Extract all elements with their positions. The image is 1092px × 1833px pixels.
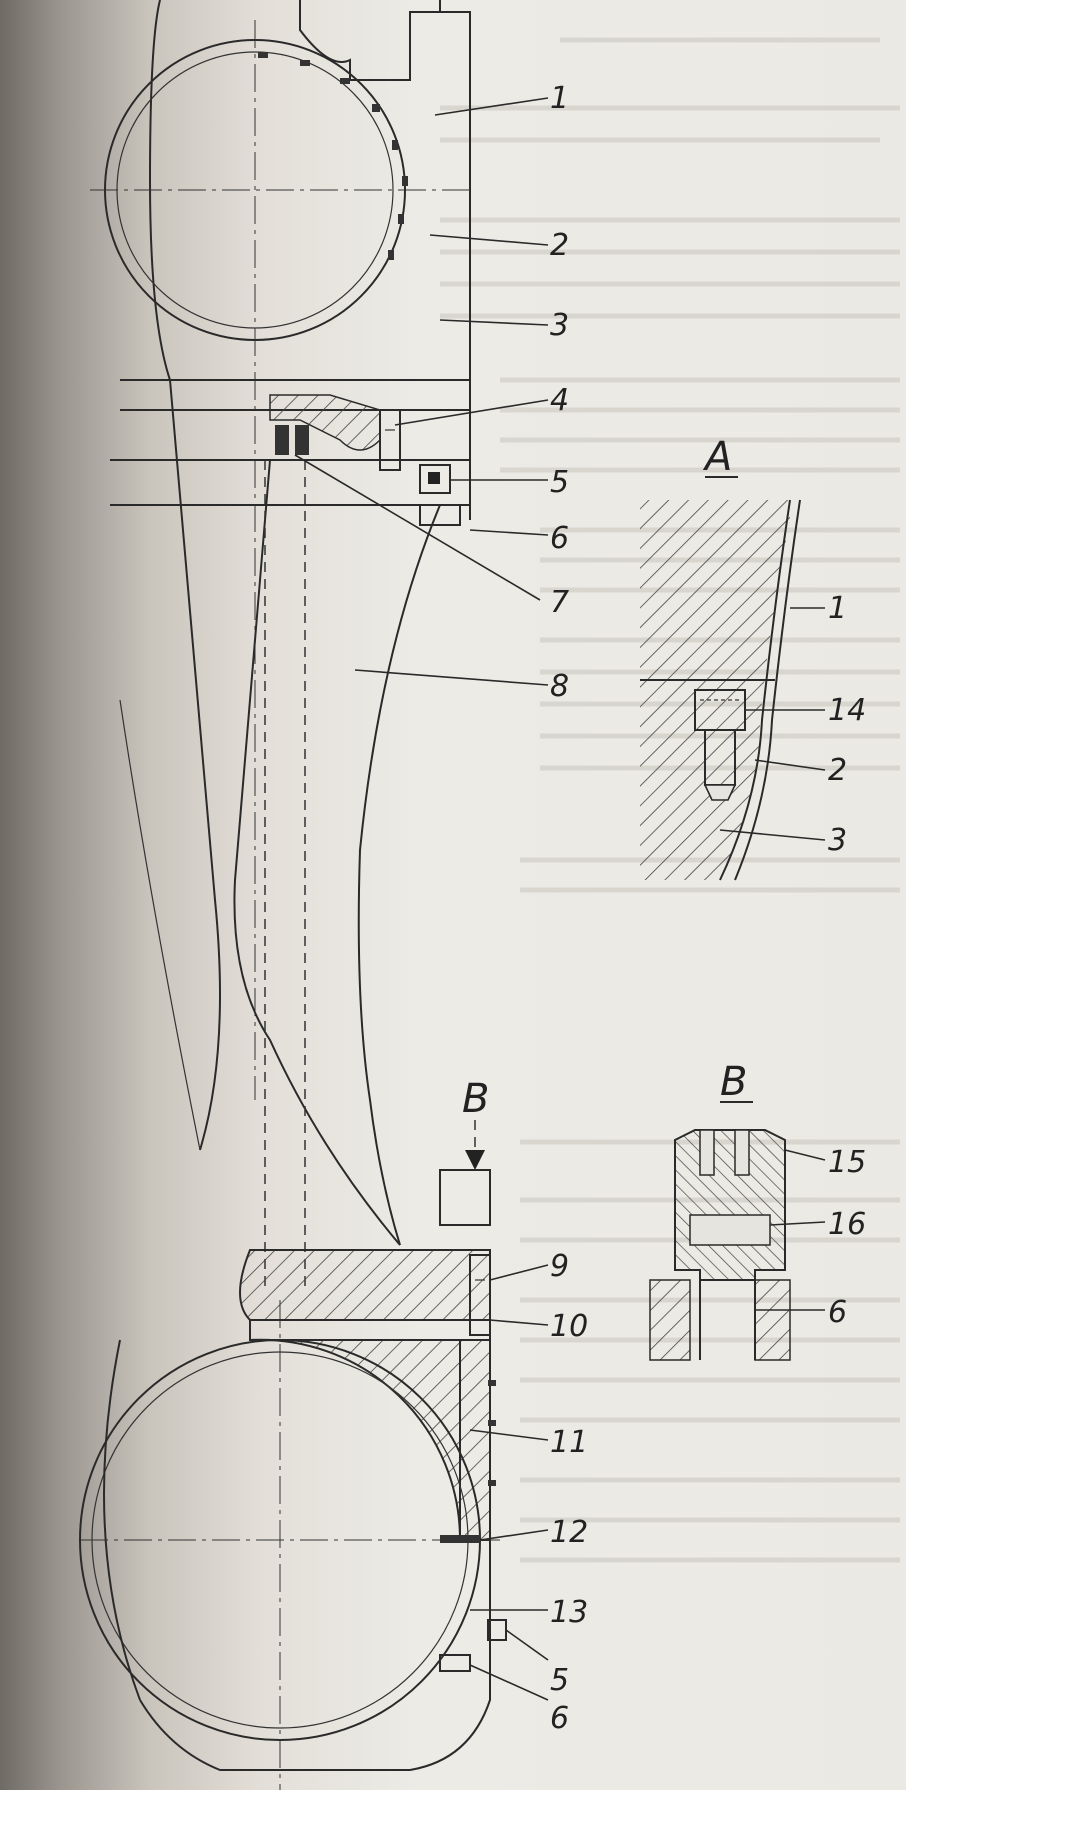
part-labels: 1 2 3 4 5 6 7 8 9 10 11 12 13 5 6 A 1 14… bbox=[462, 81, 866, 1736]
label-3: 3 bbox=[550, 308, 569, 343]
rod-shank bbox=[119, 379, 441, 1290]
label-a-2: 2 bbox=[828, 753, 847, 788]
label-5-lower: 5 bbox=[550, 1663, 569, 1698]
crankpin-end bbox=[79, 1120, 507, 1790]
label-5: 5 bbox=[550, 465, 569, 500]
bearing-shell-notches bbox=[258, 52, 408, 260]
label-11: 11 bbox=[550, 1425, 588, 1460]
label-12: 12 bbox=[550, 1515, 588, 1550]
detail-b bbox=[649, 1129, 791, 1361]
detail-b-title: B bbox=[720, 1059, 747, 1105]
label-13: 13 bbox=[550, 1595, 588, 1630]
view-b-marker: B bbox=[462, 1076, 489, 1122]
label-2: 2 bbox=[550, 228, 569, 263]
detail-a-title: A bbox=[702, 434, 732, 480]
detail-a bbox=[640, 499, 801, 881]
label-9: 9 bbox=[550, 1249, 569, 1284]
label-4: 4 bbox=[550, 383, 569, 418]
label-b-15: 15 bbox=[828, 1145, 866, 1180]
label-8: 8 bbox=[550, 669, 569, 704]
label-a-3: 3 bbox=[828, 823, 847, 858]
label-b-6: 6 bbox=[828, 1295, 847, 1330]
label-1: 1 bbox=[550, 81, 569, 116]
leader-lines bbox=[294, 97, 826, 1701]
label-a-1: 1 bbox=[828, 591, 847, 626]
label-7: 7 bbox=[550, 585, 569, 620]
label-6: 6 bbox=[550, 521, 569, 556]
label-6-lower: 6 bbox=[550, 1701, 569, 1736]
label-b-16: 16 bbox=[828, 1207, 866, 1242]
label-10: 10 bbox=[550, 1309, 588, 1344]
crosshead-end bbox=[90, 0, 471, 1100]
label-a-14: 14 bbox=[828, 693, 866, 728]
